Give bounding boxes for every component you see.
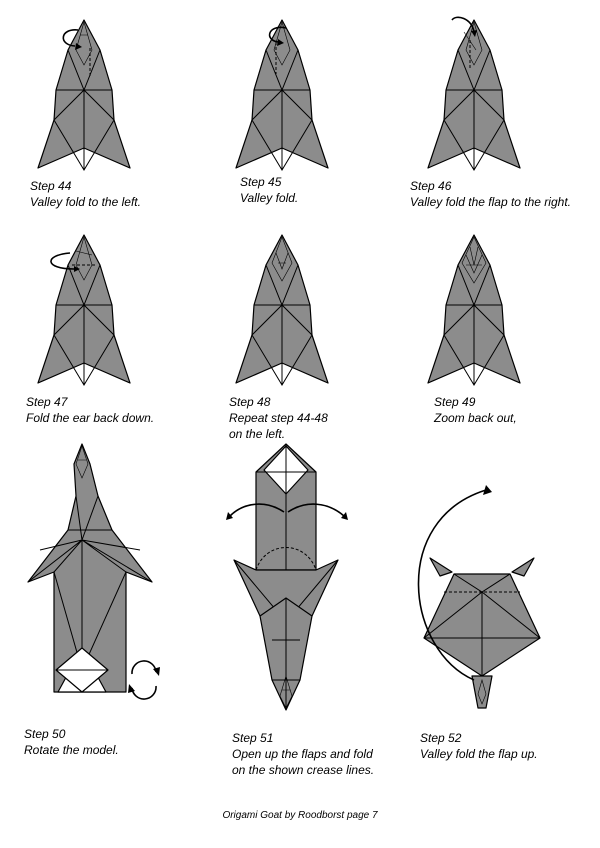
step-51-diagram xyxy=(226,443,348,711)
step-text: Valley fold the flap up. xyxy=(420,747,538,761)
step-52-diagram xyxy=(417,485,541,709)
step-47-diagram xyxy=(37,234,131,386)
step-title: Step 51 xyxy=(232,731,274,745)
step-text-2: on the shown crease lines. xyxy=(232,763,375,777)
step-title: Step 46 xyxy=(410,179,452,193)
step-text: Open up the flaps and fold xyxy=(232,747,373,761)
step-title: Step 47 xyxy=(26,395,68,409)
step-text: Repeat step 44-48 xyxy=(229,411,328,425)
step-44-diagram xyxy=(37,19,131,171)
step-49-diagram xyxy=(427,234,521,386)
step-50-caption: Step 50 Rotate the model. xyxy=(24,726,119,758)
step-title: Step 44 xyxy=(30,179,72,193)
step-45-diagram xyxy=(235,19,329,171)
step-text-2: on the left. xyxy=(229,427,286,441)
step-title: Step 52 xyxy=(420,731,462,745)
step-50-diagram xyxy=(27,443,160,700)
step-48-caption: Step 48 Repeat step 44-48 on the left. xyxy=(229,394,328,442)
step-title: Step 45 xyxy=(240,175,282,189)
step-52-caption: Step 52 Valley fold the flap up. xyxy=(420,730,538,762)
step-48-diagram xyxy=(235,234,329,386)
step-text: Rotate the model. xyxy=(24,743,119,757)
step-51-caption: Step 51 Open up the flaps and fold on th… xyxy=(232,730,374,778)
step-text: Valley fold the flap to the right. xyxy=(410,195,571,209)
step-47-caption: Step 47 Fold the ear back down. xyxy=(26,394,154,426)
step-title: Step 50 xyxy=(24,727,66,741)
step-46-diagram xyxy=(427,16,521,171)
step-title: Step 49 xyxy=(434,395,476,409)
step-49-caption: Step 49 Zoom back out, xyxy=(434,394,517,426)
step-title: Step 48 xyxy=(229,395,271,409)
step-text: Valley fold. xyxy=(240,191,299,205)
step-text: Zoom back out, xyxy=(434,411,517,425)
step-46-caption: Step 46 Valley fold the flap to the righ… xyxy=(410,178,571,210)
step-44-caption: Step 44 Valley fold to the left. xyxy=(30,178,141,210)
step-45-caption: Step 45 Valley fold. xyxy=(240,174,298,206)
step-text: Valley fold to the left. xyxy=(30,195,141,209)
page-footer: Origami Goat by Roodborst page 7 xyxy=(222,810,378,821)
step-text: Fold the ear back down. xyxy=(26,411,155,425)
